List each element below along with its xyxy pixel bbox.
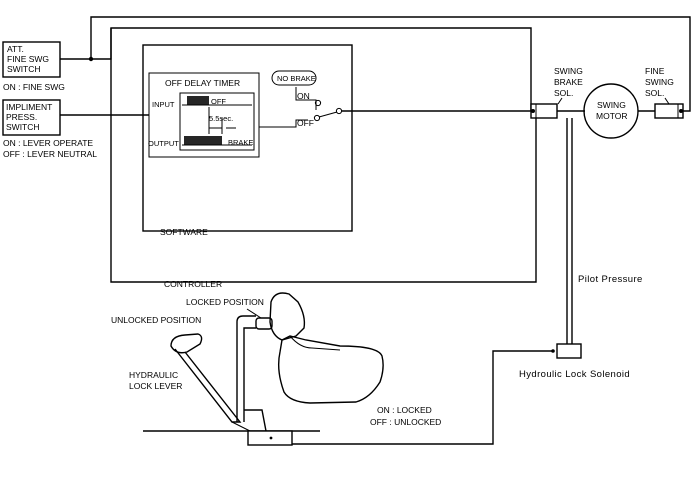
software-box — [142, 44, 353, 232]
hydraulic-lock-lever-locked — [236, 308, 273, 432]
swing-brake-1: SWING — [554, 66, 583, 76]
pilot-pressure-line — [566, 118, 573, 344]
hydraulic-lock-lever-unlocked — [170, 333, 251, 432]
operator-seat — [269, 292, 384, 404]
att-state: ON : FINE SWG — [3, 82, 65, 92]
lock-on-label: ON : LOCKED — [377, 405, 432, 415]
impl-state-on: ON : LEVER OPERATE — [3, 138, 93, 148]
fine-swing-wire — [60, 16, 691, 112]
motor-label-2: MOTOR — [596, 111, 627, 121]
hydraulic-lock-solenoid — [556, 343, 582, 359]
swing-brake-solenoid — [530, 103, 558, 119]
controller-label: CONTROLLER — [164, 279, 222, 289]
output-pulse — [184, 136, 222, 145]
timer-off-label: OFF — [211, 97, 226, 106]
hyd-lever-label-1: HYDRAULIC — [129, 370, 178, 380]
unlocked-position-label: UNLOCKED POSITION — [111, 315, 201, 325]
timer-input-label: INPUT — [152, 100, 175, 109]
swing-brake-2: BRAKE — [554, 77, 583, 87]
timer-output-label: OUTPUT — [148, 139, 179, 148]
controller-box — [110, 28, 537, 283]
timer-brake-label: BRAKE — [228, 138, 253, 147]
fine-swing-2: SWING — [645, 77, 674, 87]
implement-press-switch — [2, 99, 61, 136]
att-line2: FINE SWG — [7, 54, 49, 64]
hyd-lock-solenoid-label: Hydroulic Lock Solenoid — [519, 369, 630, 380]
locked-position-label: LOCKED POSITION — [186, 297, 264, 307]
swing-brake-3: SOL. — [554, 88, 573, 98]
no-brake-label: NO BRAKE — [277, 74, 316, 83]
no-brake-box — [271, 70, 317, 86]
fine-swing-3: SOL. — [645, 88, 664, 98]
fine-swing-1: FINE — [645, 66, 665, 76]
att-line1: ATT. — [7, 44, 24, 54]
impl-line1: IMPLIMENT — [6, 102, 52, 112]
switch-on-label: ON — [297, 91, 310, 101]
timer-title: OFF DELAY TIMER — [165, 78, 240, 88]
impl-line3: SWITCH — [6, 122, 40, 132]
att-line3: SWITCH — [7, 64, 41, 74]
impl-state-off: OFF : LEVER NEUTRAL — [3, 149, 97, 159]
input-pulse — [187, 96, 209, 105]
lock-off-label: OFF : UNLOCKED — [370, 417, 441, 427]
timer-delay-label: 5.5sec. — [209, 114, 233, 123]
brake-switch — [313, 99, 531, 122]
hyd-lever-label-2: LOCK LEVER — [129, 381, 182, 391]
pilot-pressure-label: Pilot Pressure — [578, 274, 643, 285]
software-label: SOFTWARE — [160, 227, 208, 237]
impl-line2: PRESS. — [6, 112, 37, 122]
motor-label-1: SWING — [597, 100, 626, 110]
switch-off-label: OFF — [297, 118, 314, 128]
att-fine-swing-switch — [2, 41, 61, 78]
fine-swing-solenoid — [654, 103, 684, 119]
